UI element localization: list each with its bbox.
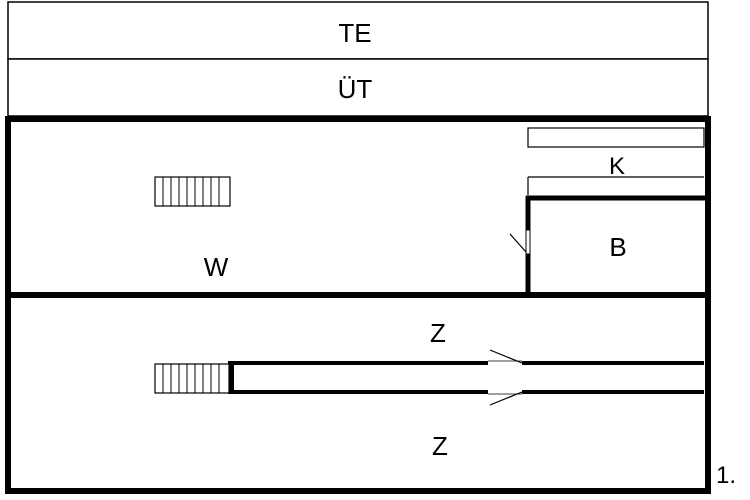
terrace-label: TE bbox=[338, 18, 371, 48]
outer-wall bbox=[5, 116, 711, 494]
room-upper-label: Z bbox=[430, 318, 446, 348]
kitchen-label: K bbox=[609, 153, 625, 180]
terrace-strip bbox=[7, 1, 709, 60]
bathroom-door-frame bbox=[525, 229, 531, 255]
living-room-label: W bbox=[204, 252, 229, 282]
bathroom-label: B bbox=[609, 232, 626, 262]
staircase-lower bbox=[154, 363, 230, 394]
kitchen-counter-top bbox=[527, 127, 705, 148]
door-upper-swing bbox=[489, 349, 523, 364]
room-lower-label: Z bbox=[432, 431, 448, 461]
bathroom-door-swing bbox=[509, 233, 527, 253]
staircase-upper bbox=[154, 176, 231, 207]
upper-terrace-label: ÜT bbox=[338, 74, 373, 104]
upper-terrace-strip bbox=[7, 58, 709, 117]
floor-number-label: 1. bbox=[716, 462, 736, 489]
door-lower-swing bbox=[489, 391, 523, 406]
